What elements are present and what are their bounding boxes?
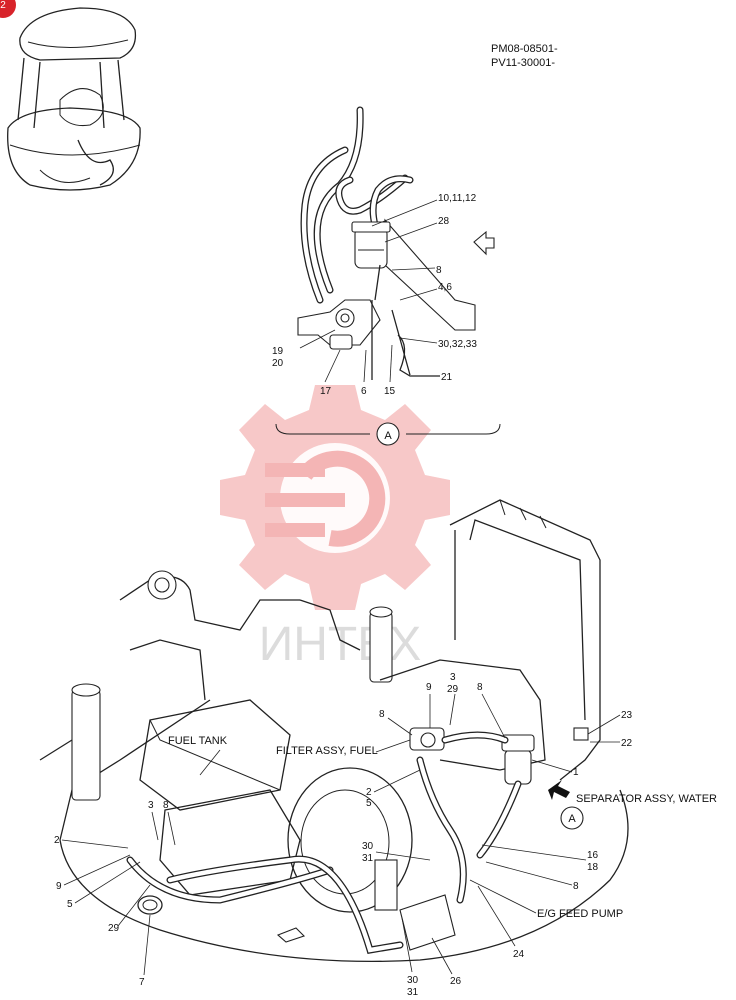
- callout-29-left: 29: [108, 923, 120, 934]
- callout-8-top: 8: [477, 682, 483, 693]
- callout-7: 7: [139, 977, 145, 988]
- callout-8-detail: 8: [436, 265, 442, 276]
- label-filter-assy-fuel: FILTER ASSY, FUEL: [276, 745, 378, 757]
- page-number-badge: 2: [0, 0, 16, 18]
- callout-22: 22: [621, 738, 633, 749]
- callout-8-lower: 8: [163, 800, 169, 811]
- callout-21: 21: [441, 372, 453, 383]
- callout-18: 18: [587, 862, 599, 873]
- callout-20: 20: [272, 358, 284, 369]
- watermark-text: ИНТЕХ: [259, 618, 422, 671]
- detail-a-assembly: A: [275, 106, 501, 446]
- detail-a-callouts: 10,11,12 28 8 4,6 19 20 30,32,33 17 6 15…: [272, 193, 477, 397]
- watermark-logo: ИНТЕХ: [220, 385, 450, 671]
- callout-10-11-12: 10,11,12: [438, 193, 477, 204]
- callout-26: 26: [450, 976, 462, 987]
- callout-4-6: 4,6: [438, 282, 452, 293]
- callout-16: 16: [587, 850, 599, 861]
- label-eg-feed-pump: E/G FEED PUMP: [537, 908, 623, 920]
- callout-2-center: 2: [366, 787, 372, 798]
- callout-3-left: 3: [148, 800, 154, 811]
- label-fuel-tank: FUEL TANK: [168, 735, 228, 747]
- callout-29-top: 29: [447, 684, 459, 695]
- callout-17: 17: [320, 386, 332, 397]
- main-callouts: 3 29 9 8 8 23 22 1 2 5 3 8 2 9 5 29 7 30…: [54, 672, 633, 998]
- main-frame-assembly: A: [39, 499, 629, 963]
- main-view-label: A: [568, 813, 576, 825]
- callout-30-center: 30: [362, 841, 374, 852]
- callout-31-center: 31: [362, 853, 374, 864]
- callout-15: 15: [384, 386, 396, 397]
- callout-31-bottom: 31: [407, 987, 419, 998]
- callout-8-left: 8: [379, 709, 385, 720]
- callout-28: 28: [438, 216, 450, 227]
- callout-5-center: 5: [366, 798, 372, 809]
- serial-range-line-2: PV11-30001-: [491, 57, 555, 69]
- serial-range-line-1: PM08-08501-: [491, 43, 558, 55]
- callout-3-top: 3: [450, 672, 456, 683]
- main-view-marker: [560, 806, 584, 830]
- detail-view-label: A: [384, 430, 392, 442]
- callout-8-right: 8: [573, 881, 579, 892]
- callout-30-32-33: 30,32,33: [438, 339, 477, 350]
- callout-1: 1: [573, 767, 579, 778]
- callout-30-bottom: 30: [407, 975, 419, 986]
- callout-24: 24: [513, 949, 525, 960]
- detail-view-marker: [376, 422, 400, 446]
- callout-23: 23: [621, 710, 633, 721]
- callout-5-left: 5: [67, 899, 73, 910]
- machine-thumbnail: [7, 7, 141, 191]
- label-separator-assy-water: SEPARATOR ASSY, WATER: [576, 793, 717, 805]
- callout-2-left: 2: [54, 835, 60, 846]
- callout-19: 19: [272, 346, 284, 357]
- callout-6: 6: [361, 386, 367, 397]
- callout-9-left: 9: [56, 881, 62, 892]
- serial-range: PM08-08501- PV11-30001-: [491, 43, 558, 69]
- callout-9-top: 9: [426, 682, 432, 693]
- part-name-labels: FUEL TANK FILTER ASSY, FUEL SEPARATOR AS…: [168, 735, 717, 920]
